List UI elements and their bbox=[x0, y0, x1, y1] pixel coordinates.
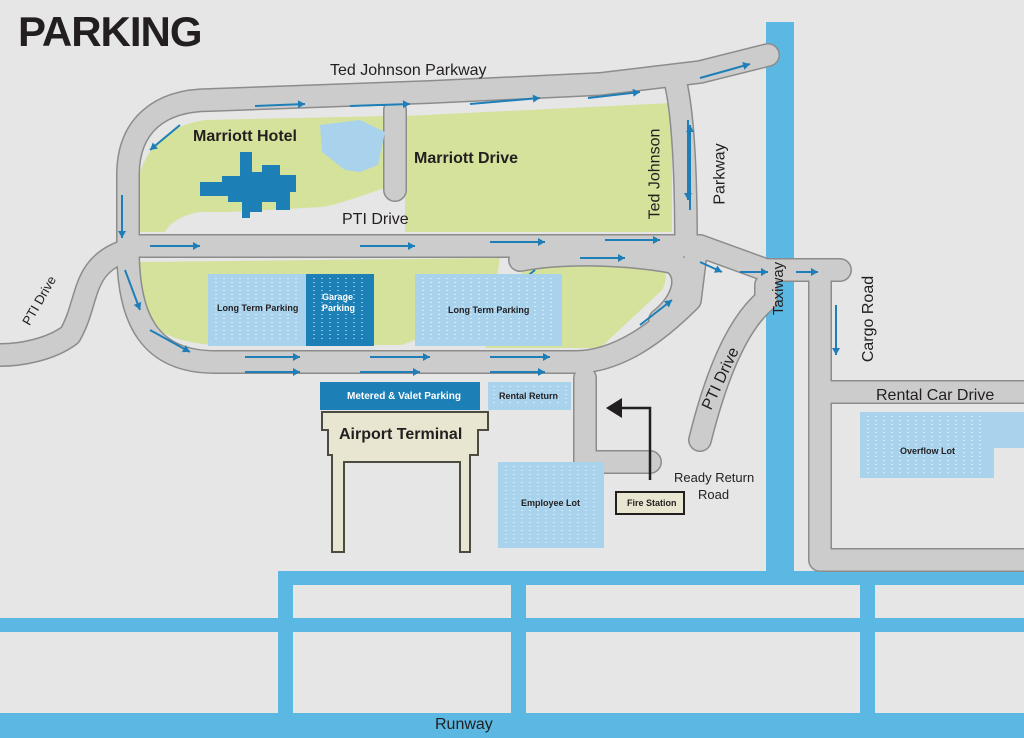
ready-return-pointer bbox=[606, 398, 652, 480]
traffic-arrow-head bbox=[811, 268, 818, 276]
employee-lot bbox=[498, 462, 604, 548]
traffic-arrow-head bbox=[653, 236, 660, 244]
traffic-arrow-head bbox=[297, 100, 305, 109]
overflow-lot bbox=[860, 412, 1024, 478]
traffic-arrow-head bbox=[532, 94, 540, 103]
traffic-arrows bbox=[118, 62, 840, 376]
traffic-arrow-head bbox=[133, 302, 142, 310]
traffic-arrow-head bbox=[832, 348, 840, 355]
ted-johnson-parkway-label: Ted Johnson Parkway bbox=[330, 62, 487, 79]
traffic-arrow-head bbox=[686, 125, 694, 132]
connector-1 bbox=[278, 571, 293, 723]
traffic-arrow-head bbox=[618, 254, 625, 262]
metered-valet-label: Metered & Valet Parking bbox=[347, 391, 461, 402]
ready-return-road-label-line1: Ready Return bbox=[674, 470, 755, 485]
traffic-arrow-head bbox=[413, 368, 420, 376]
traffic-arrow-head bbox=[408, 242, 415, 250]
page-title: PARKING bbox=[18, 8, 203, 55]
traffic-arrow-head bbox=[538, 368, 545, 376]
garage-parking-label-line1: Garage bbox=[322, 292, 354, 302]
fire-station-building bbox=[615, 491, 685, 515]
marriott-drive-label: Marriott Drive bbox=[414, 150, 519, 167]
rental-car-drive-label: Rental Car Drive bbox=[876, 387, 995, 404]
airport-terminal-building bbox=[321, 411, 489, 553]
marriott-hotel-label: Marriott Hotel bbox=[193, 128, 297, 145]
traffic-arrow-head bbox=[632, 88, 640, 97]
airport-terminal-label: Airport Terminal bbox=[339, 426, 463, 443]
ted-johnson-label: Ted Johnson bbox=[646, 128, 664, 220]
runway-label: Runway bbox=[435, 716, 493, 733]
taxiway-label: Taxiway bbox=[770, 261, 788, 316]
employee-lot-label: Employee Lot bbox=[521, 498, 581, 508]
traffic-arrow bbox=[469, 97, 541, 105]
traffic-arrow-head bbox=[293, 368, 300, 376]
traffic-arrow-head bbox=[118, 231, 126, 238]
traffic-arrow-head bbox=[543, 353, 550, 361]
long-term-parking-right-label: Long Term Parking bbox=[448, 305, 530, 315]
traffic-arrow-head bbox=[423, 353, 430, 361]
connector-2 bbox=[511, 571, 526, 723]
marriott-hotel-building bbox=[200, 120, 385, 218]
traffic-arrow-head bbox=[402, 100, 410, 109]
cargo-road-label: Cargo Road bbox=[860, 275, 878, 363]
traffic-arrow-head bbox=[181, 345, 190, 353]
traffic-arrow bbox=[349, 103, 411, 107]
traffic-arrow-head bbox=[664, 300, 672, 308]
traffic-arrow-head bbox=[150, 142, 158, 150]
traffic-arrow-head bbox=[761, 268, 768, 276]
parkway-label: Parkway bbox=[711, 143, 729, 205]
metered-valet-lot bbox=[320, 382, 480, 410]
garage-parking-lot bbox=[306, 274, 374, 346]
traffic-arrow-head bbox=[293, 353, 300, 361]
airfield bbox=[0, 22, 1024, 738]
pti-drive-center-label: PTI Drive bbox=[342, 211, 409, 228]
traffic-arrow-head bbox=[193, 242, 200, 250]
fire-station-label: Fire Station bbox=[627, 498, 677, 508]
apron-taxiway-upper bbox=[278, 571, 1024, 585]
rental-return-label: Rental Return bbox=[499, 391, 559, 401]
traffic-arrow bbox=[254, 103, 306, 107]
traffic-arrow bbox=[149, 329, 191, 353]
overflow-lot-label: Overflow Lot bbox=[900, 446, 956, 456]
traffic-arrow bbox=[587, 91, 641, 99]
parking-stall-marks bbox=[215, 278, 981, 544]
traffic-arrow bbox=[699, 63, 751, 79]
long-term-parking-left-label: Long Term Parking bbox=[217, 303, 299, 313]
ready-return-road-label-line2: Road bbox=[698, 487, 730, 502]
traffic-arrow-head bbox=[538, 238, 545, 246]
garage-parking-label-line2: Parking bbox=[322, 303, 356, 313]
traffic-arrow bbox=[124, 269, 141, 311]
traffic-arrow-head bbox=[713, 265, 722, 273]
traffic-arrow-head bbox=[742, 62, 750, 70]
connector-3 bbox=[860, 571, 875, 723]
